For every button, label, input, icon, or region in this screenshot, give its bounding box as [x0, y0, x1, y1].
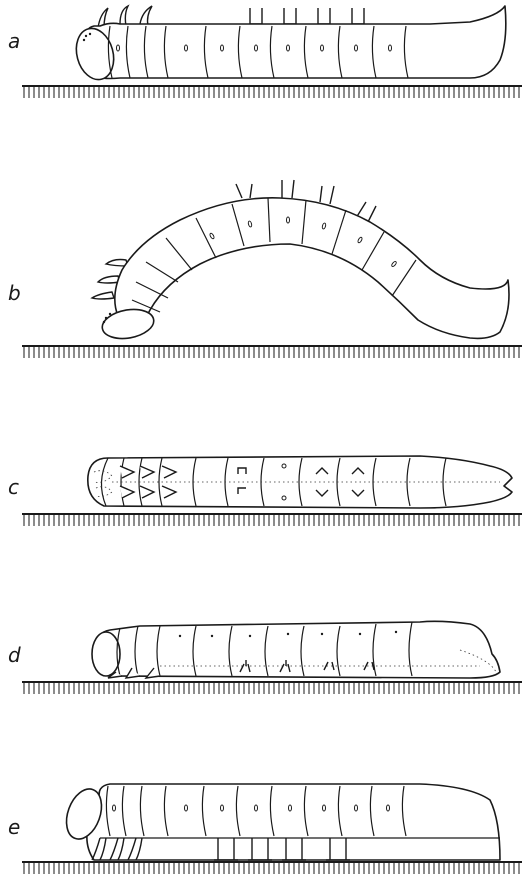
proleg	[284, 8, 296, 24]
head-marking	[103, 321, 105, 323]
ground-surface	[22, 682, 522, 694]
panel-label-b: b	[8, 281, 21, 305]
spiracle	[287, 633, 289, 635]
larva-body	[87, 784, 500, 860]
proleg	[238, 468, 246, 474]
spiracle	[287, 217, 290, 223]
thoracic-leg	[140, 6, 152, 26]
head-marking	[89, 33, 91, 35]
proleg	[236, 184, 252, 198]
ground-surface	[22, 862, 522, 874]
panel-d: d	[8, 621, 522, 694]
panel-e: e	[8, 784, 522, 874]
ground-surface	[22, 346, 522, 358]
spiracle	[387, 805, 390, 811]
spiracle	[395, 631, 397, 633]
spiracle	[211, 635, 213, 637]
panel-label-c: c	[8, 475, 19, 499]
panel-a: a	[8, 6, 522, 98]
thoracic-leg	[120, 6, 128, 26]
spiracle	[117, 45, 120, 51]
proleg	[282, 180, 294, 198]
proleg	[320, 186, 334, 204]
spiracle	[185, 45, 188, 51]
panel-label-d: d	[8, 643, 21, 667]
panel-b: b	[8, 180, 522, 358]
spiracle	[282, 496, 286, 500]
proleg	[352, 8, 364, 24]
ground-surface	[22, 514, 522, 526]
head-marking	[105, 317, 107, 319]
proleg	[318, 8, 330, 24]
spiracle	[255, 805, 258, 811]
spiracle	[321, 633, 323, 635]
thoracic-leg	[92, 292, 114, 299]
spiracle	[323, 805, 326, 811]
proleg	[250, 8, 262, 24]
panel-label-a: a	[8, 29, 20, 53]
head-marking	[109, 313, 111, 315]
larva-body	[115, 198, 509, 339]
spiracle	[255, 45, 258, 51]
spiracle	[249, 635, 251, 637]
spiracle	[359, 633, 361, 635]
ground-surface	[22, 86, 522, 98]
spiracle	[287, 45, 290, 51]
spiracle	[221, 805, 224, 811]
panel-c: c	[8, 456, 522, 526]
spiracle	[179, 635, 181, 637]
spiracle	[185, 805, 188, 811]
spiracle	[389, 45, 392, 51]
larva-head	[92, 632, 120, 676]
larva-body	[88, 456, 512, 508]
spiracle	[113, 805, 116, 811]
head-marking	[83, 39, 85, 41]
spiracle	[355, 805, 358, 811]
spiracle	[282, 464, 286, 468]
head-marking	[85, 35, 87, 37]
spiracle	[355, 45, 358, 51]
spiracle	[221, 45, 224, 51]
spiracle	[289, 805, 292, 811]
spiracle	[321, 45, 324, 51]
panel-label-e: e	[8, 815, 20, 839]
